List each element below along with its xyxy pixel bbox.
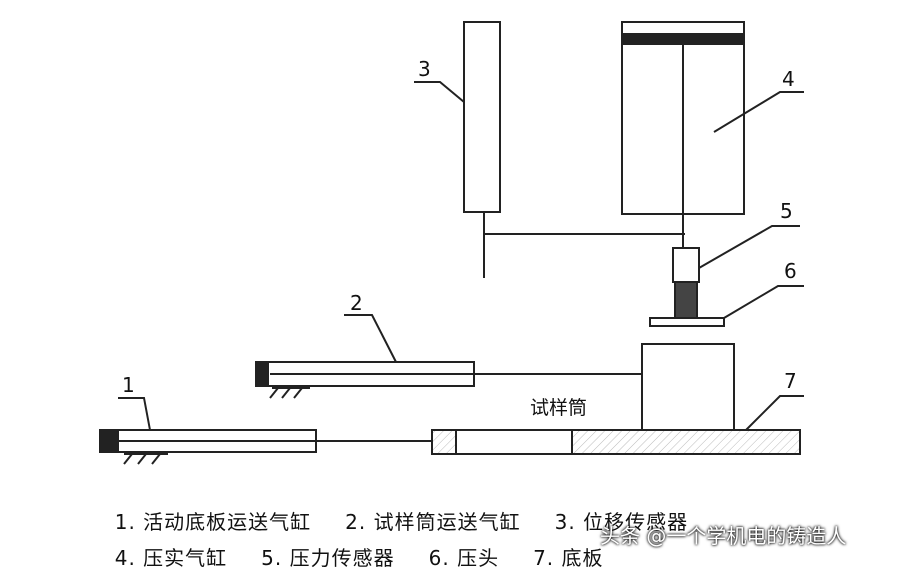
displacement-sensor xyxy=(463,21,501,213)
leader-6 xyxy=(723,285,804,319)
legend-row-2: 4. 压实气缸 5. 压力传感器 6. 压头 7. 底板 xyxy=(100,518,638,571)
label-3: 3 xyxy=(418,57,431,81)
cylinder1-ground-hatch xyxy=(123,453,161,465)
leader-2 xyxy=(344,314,397,363)
legend-item: 6. 压头 xyxy=(428,546,500,570)
legend-item: 3. 位移传感器 xyxy=(554,510,689,534)
leader-7 xyxy=(745,395,804,431)
cylinder2-ground-hatch xyxy=(269,387,303,399)
cylinder2-end xyxy=(255,361,269,387)
press-head xyxy=(674,281,698,319)
cylinder-cap xyxy=(621,33,745,45)
watermark: 头条 @一个学机电的铸造人 xyxy=(600,524,847,548)
legend-item: 2. 试样筒运送气缸 xyxy=(345,510,521,534)
legend-item: 7. 底板 xyxy=(533,546,604,570)
label-7: 7 xyxy=(784,369,797,393)
leader-5 xyxy=(698,225,800,269)
label-1: 1 xyxy=(122,373,135,397)
legend-item: 1. 活动底板运送气缸 xyxy=(114,510,312,534)
press-plate xyxy=(649,317,725,327)
pressure-sensor xyxy=(672,247,700,283)
sample-tube xyxy=(641,343,735,431)
label-4: 4 xyxy=(782,67,795,91)
label-2: 2 xyxy=(350,291,363,315)
label-5: 5 xyxy=(780,199,793,223)
legend-item: 5. 压力传感器 xyxy=(261,546,395,570)
legend-item: 4. 压实气缸 xyxy=(114,546,228,570)
plate-end-block xyxy=(431,429,457,455)
sample-tube-label: 试样筒 xyxy=(530,397,587,419)
bottom-plate-hatch xyxy=(571,429,801,455)
leader-4 xyxy=(713,91,804,133)
label-6: 6 xyxy=(784,259,797,283)
cylinder1-end xyxy=(99,429,119,453)
leader-3 xyxy=(414,81,465,103)
leader-1 xyxy=(118,397,151,431)
legend-row-1: 1. 活动底板运送气缸 2. 试样筒运送气缸 3. 位移传感器 xyxy=(100,482,722,535)
